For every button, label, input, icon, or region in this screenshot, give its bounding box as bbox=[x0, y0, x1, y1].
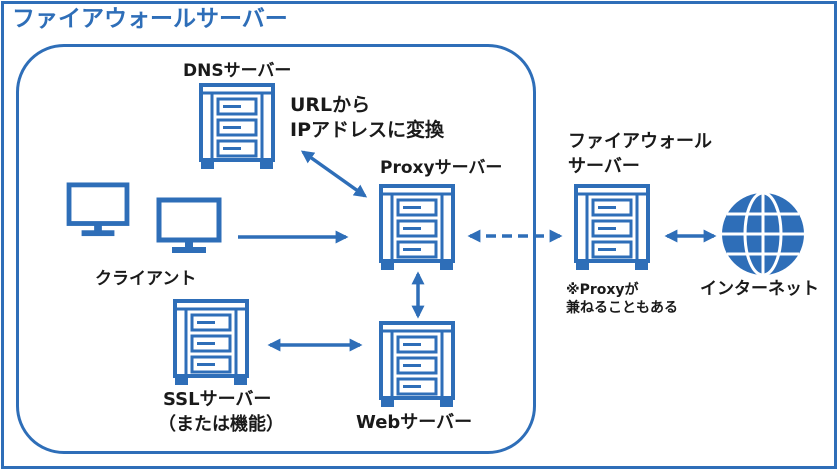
proxy-server-icon bbox=[379, 184, 455, 271]
ssl-server-sublabel: （または機能） bbox=[158, 414, 284, 435]
web-server-icon bbox=[379, 321, 455, 408]
diagram-title: ファイアウォールサーバー bbox=[12, 6, 288, 32]
ssl-server-icon bbox=[173, 299, 249, 386]
globe-icon bbox=[722, 191, 804, 277]
firewall-server-label-line-2: サーバー bbox=[568, 156, 640, 177]
web-server-label: Webサーバー bbox=[356, 412, 473, 433]
firewall-note-line-2: 兼ねることもある bbox=[566, 300, 678, 316]
firewall-server-icon bbox=[574, 184, 650, 271]
client-label: クライアント bbox=[95, 269, 197, 289]
network-boundary bbox=[16, 44, 536, 454]
firewall-note-line-1: ※Proxyが bbox=[566, 282, 639, 298]
arrow-dns-proxy bbox=[300, 150, 368, 198]
ssl-server-label: SSLサーバー bbox=[163, 389, 272, 410]
proxy-server-label: Proxyサーバー bbox=[380, 158, 503, 178]
dns-server-icon bbox=[199, 83, 275, 170]
internet-label: インターネット bbox=[700, 279, 819, 299]
dns-note-line-2: IPアドレスに変換 bbox=[290, 119, 444, 141]
firewall-server-label-line-1: ファイアウォール bbox=[568, 131, 712, 152]
dns-server-label: DNSサーバー bbox=[183, 61, 292, 81]
dns-note-line-1: URLから bbox=[290, 94, 371, 116]
client-monitor-front-icon bbox=[159, 200, 219, 253]
client-monitor-back-icon bbox=[69, 185, 127, 236]
